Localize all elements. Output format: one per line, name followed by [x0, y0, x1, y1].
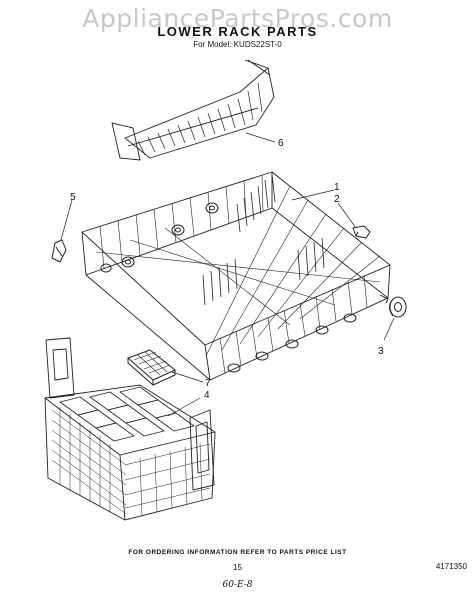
- page-title: LOWER RACK PARTS: [157, 24, 318, 39]
- callout-4: 4: [204, 390, 210, 401]
- lower-rack-basket-part: [81, 171, 391, 381]
- handwritten-note: 60-E-8: [222, 580, 253, 590]
- page-number: 15: [233, 563, 242, 572]
- callout-3: 3: [378, 346, 384, 357]
- model-subtitle: For Model: KUDS22ST-0: [193, 40, 282, 49]
- callout-7: 7: [205, 378, 211, 389]
- rack-bumper-part: [51, 239, 67, 263]
- callout-6: 6: [278, 138, 284, 149]
- callout-2: 2: [334, 194, 340, 205]
- basket-lid-part: [127, 349, 176, 386]
- silverware-basket-part: [44, 337, 216, 521]
- rack-insert-part: [111, 59, 275, 161]
- watermark: AppliancePartsPros.com: [82, 4, 393, 33]
- callout-5: 5: [70, 192, 76, 203]
- ordering-info: FOR ORDERING INFORMATION REFER TO PARTS …: [128, 549, 347, 556]
- callout-1: 1: [334, 182, 340, 193]
- wheel-part: [389, 296, 407, 318]
- bumper-clip-part: [352, 225, 371, 239]
- document-part-number: 4171350: [435, 562, 467, 571]
- leader-lines: [60, 132, 395, 417]
